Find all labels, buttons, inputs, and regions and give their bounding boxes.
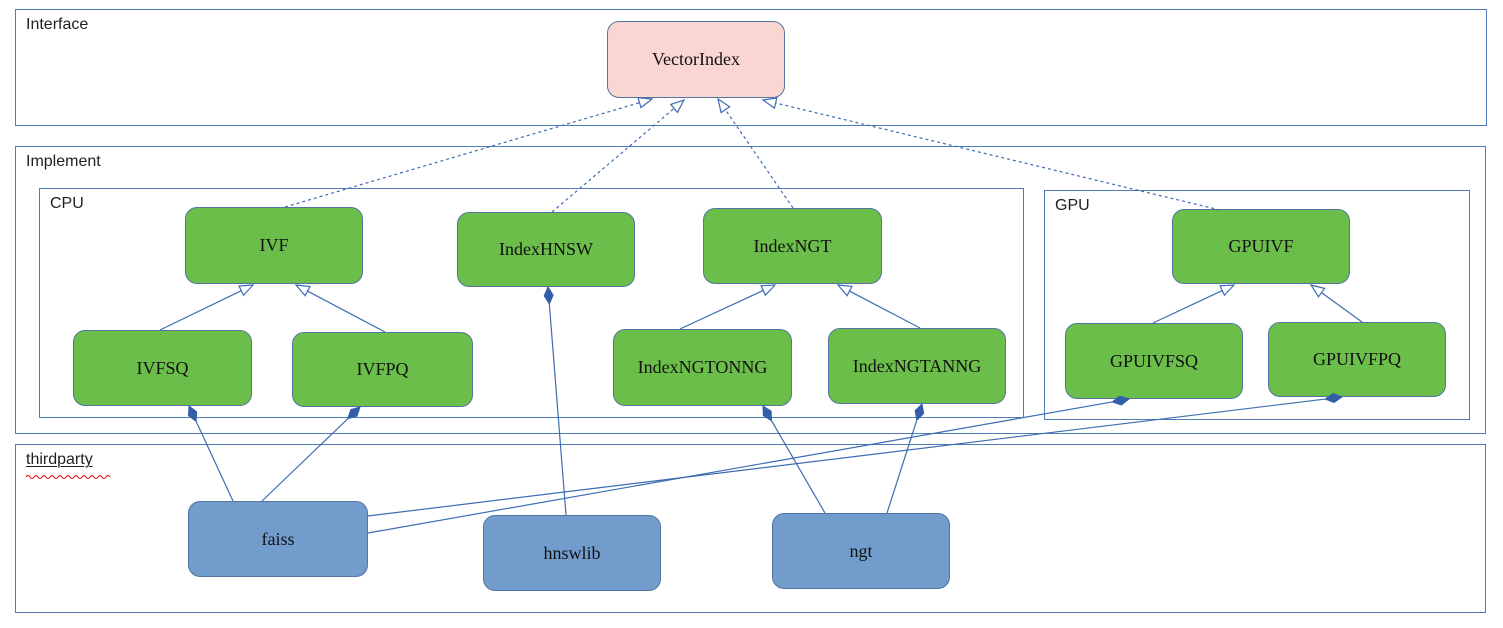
spellcheck-squiggle-icon [26, 475, 111, 479]
node-gpuivf: GPUIVF [1172, 209, 1350, 284]
node-ivfpq-label: IVFPQ [356, 359, 409, 379]
node-indexhnsw-label: IndexHNSW [499, 239, 593, 259]
gpu-section-label: GPU [1055, 197, 1090, 214]
node-ivfpq: IVFPQ [292, 332, 473, 407]
node-indexngt-label: IndexNGT [753, 235, 832, 256]
node-indexngtanng: IndexNGTANNG [828, 328, 1006, 404]
implement-section-label: Implement [26, 153, 101, 170]
node-ivfsq: IVFSQ [73, 330, 252, 406]
node-gpuivfpq: GPUIVFPQ [1268, 322, 1446, 397]
node-ivf: IVF [185, 207, 363, 284]
node-indexngtanng-label: IndexNGTANNG [852, 355, 982, 376]
node-gpuivfpq-label: GPUIVFPQ [1312, 349, 1402, 369]
node-vectorindex-label: VectorIndex [652, 49, 740, 69]
node-ngt: ngt [772, 513, 950, 589]
node-gpuivf-label: GPUIVF [1228, 236, 1294, 256]
thirdparty-section-label: thirdparty [26, 451, 93, 468]
node-faiss: faiss [188, 501, 368, 577]
node-hnswlib: hnswlib [483, 515, 661, 591]
node-vectorindex: VectorIndex [607, 21, 785, 98]
cpu-section-label: CPU [50, 195, 84, 212]
node-gpuivfsq-label: GPUIVFSQ [1109, 350, 1199, 371]
node-ivf-label: IVF [259, 235, 289, 255]
node-indexhnsw: IndexHNSW [457, 212, 635, 287]
node-ngt-label: ngt [849, 540, 873, 561]
node-indexngt: IndexNGT [703, 208, 882, 284]
node-hnswlib-label: hnswlib [543, 542, 601, 563]
node-indexngtonng-label: IndexNGTONNG [637, 357, 768, 377]
node-ivfsq-label: IVFSQ [136, 357, 189, 378]
node-gpuivfsq: GPUIVFSQ [1065, 323, 1243, 399]
node-faiss-label: faiss [261, 528, 295, 549]
interface-section-label: Interface [26, 16, 89, 33]
node-indexngtonng: IndexNGTONNG [613, 329, 792, 406]
